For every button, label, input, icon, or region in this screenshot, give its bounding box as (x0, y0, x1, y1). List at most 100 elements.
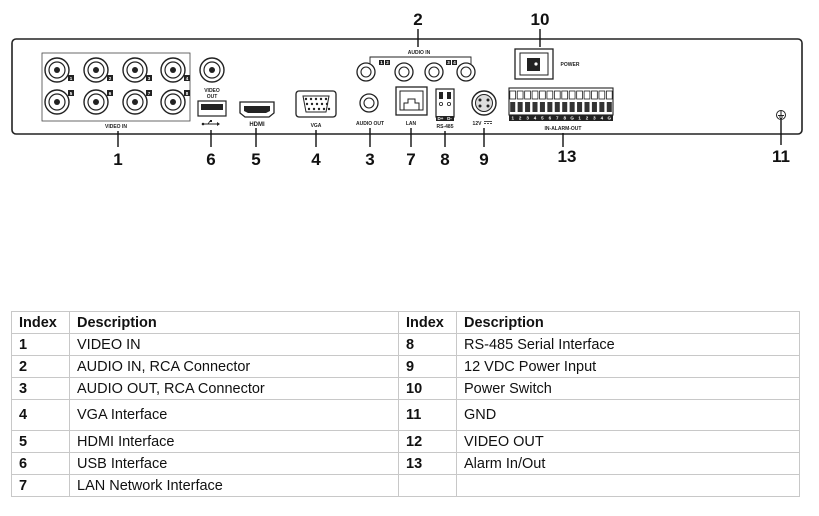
audio-out-label: AUDIO OUT (356, 121, 384, 127)
alarm-terminal-screw (553, 90, 561, 100)
table-row: 4 VGA Interface 11 GND (11, 399, 800, 431)
row-right-description: Power Switch (456, 377, 800, 400)
rs485-pin-dplus: D+ (438, 116, 444, 121)
rs485-pin-dminus: D- (447, 116, 452, 121)
alarm-label: IN-ALARM-OUT (545, 126, 582, 132)
power-switch: POWER (514, 48, 580, 80)
video-in-connector: 3 (122, 57, 152, 83)
callout-8: 8 (440, 150, 449, 169)
video-in-connector: 4 (160, 57, 190, 83)
callout-10: 10 (531, 10, 550, 29)
callout-2: 2 (413, 10, 422, 29)
dc-symbol-icon (484, 121, 492, 124)
alarm-terminal-screw (524, 90, 531, 100)
vga-pin (314, 97, 318, 101)
ground-icon (776, 110, 786, 120)
row-left-index: 5 (11, 430, 70, 453)
alarm-terminal-screw (546, 90, 554, 100)
row-right-index: 10 (398, 377, 457, 400)
table-row: 3 AUDIO OUT, RCA Connector 10 Power Swit… (11, 377, 800, 400)
alarm-terminal-screw (598, 90, 606, 100)
alarm-terminal-number: 8 (563, 116, 566, 121)
video-in-frame (41, 52, 191, 122)
video-in-channel-number: 5 (70, 91, 73, 96)
alarm-terminal-number: G (608, 116, 612, 121)
alarm-terminal-slot (547, 102, 553, 112)
alarm-terminal-slot (510, 102, 516, 112)
alarm-terminal-number: 3 (593, 116, 596, 121)
video-in-connector: 8 (160, 89, 190, 115)
vga-pin (307, 107, 311, 111)
alarm-terminal-slot (554, 102, 560, 112)
video-in-channel-number: 3 (148, 76, 151, 81)
alarm-terminal-slot (577, 102, 583, 112)
hdmi-port: HDMI (239, 101, 275, 128)
video-out-connector: VIDEO OUT (199, 57, 225, 100)
row-right-description: 12 VDC Power Input (456, 355, 800, 378)
callout-4: 4 (311, 150, 321, 169)
lan-label: LAN (406, 121, 417, 127)
vga-pin (322, 107, 326, 111)
row-right-description: RS-485 Serial Interface (456, 333, 800, 356)
alarm-terminal-number: 1 (511, 116, 514, 121)
row-right-index: 9 (398, 355, 457, 378)
alarm-terminal-slot (606, 102, 612, 112)
video-in-channel-number: 6 (109, 91, 112, 96)
video-in-connector: 1 (44, 57, 74, 83)
video-out-label-line2: OUT (207, 94, 218, 100)
table-row: 6 USB Interface 13 Alarm In/Out (11, 452, 800, 475)
row-right-description: GND (456, 399, 800, 431)
row-right-index: 12 (398, 430, 457, 453)
usb-icon (201, 120, 220, 126)
alarm-terminal-slot (599, 102, 605, 112)
alarm-terminal-screw (605, 90, 613, 100)
alarm-terminal-screw (591, 90, 598, 100)
alarm-terminal-slot (525, 102, 531, 112)
audio-in-ch1: 1 (380, 60, 383, 65)
audio-in-connector-1 (356, 62, 376, 82)
video-in-channel-number: 4 (186, 76, 189, 81)
vga-pin (304, 97, 308, 101)
row-right-index: 8 (398, 333, 457, 356)
video-in-channel-number: 1 (70, 76, 73, 81)
alarm-terminal-slot (569, 102, 575, 112)
video-in-label: VIDEO IN (105, 124, 127, 130)
vga-pin (310, 102, 314, 106)
table-row: 1 VIDEO IN 8 RS-485 Serial Interface (11, 333, 800, 356)
row-left-index: 1 (11, 333, 70, 356)
usb-port (197, 100, 227, 126)
audio-in-ch2: 2 (386, 60, 389, 65)
alarm-terminal-number: 4 (601, 116, 604, 121)
audio-in-connector-3 (424, 62, 444, 82)
alarm-terminal-number: 1 (578, 116, 581, 121)
vga-pin (325, 102, 329, 106)
power-label: POWER (561, 62, 580, 68)
audio-in-label: AUDIO IN (408, 50, 431, 56)
row-left-description: VIDEO IN (69, 333, 399, 356)
header-index-right: Index (398, 311, 457, 334)
vga-pin (327, 107, 331, 111)
row-left-index: 6 (11, 452, 70, 475)
alarm-terminal-number: 4 (534, 116, 537, 121)
row-left-description: AUDIO OUT, RCA Connector (69, 377, 399, 400)
audio-out-connector: AUDIO OUT (356, 93, 384, 127)
video-out-label-line1: VIDEO (204, 88, 220, 94)
table-row: 5 HDMI Interface 12 VIDEO OUT (11, 430, 800, 453)
alarm-terminal-screw (539, 90, 546, 100)
alarm-terminal-slot (562, 102, 568, 112)
row-left-description: AUDIO IN, RCA Connector (69, 355, 399, 378)
table-header-row: Index Description Index Description (11, 311, 800, 334)
vga-pin (315, 102, 319, 106)
alarm-terminal-screw (576, 90, 583, 100)
row-left-index: 4 (11, 399, 70, 431)
callout-5: 5 (251, 150, 260, 169)
audio-in-connector-2 (394, 62, 414, 82)
row-right-description: Alarm In/Out (456, 452, 800, 475)
vga-pin (319, 97, 323, 101)
hdmi-label: HDMI (249, 122, 265, 128)
vga-pins (304, 97, 331, 111)
alarm-terminal-number: 5 (541, 116, 544, 121)
